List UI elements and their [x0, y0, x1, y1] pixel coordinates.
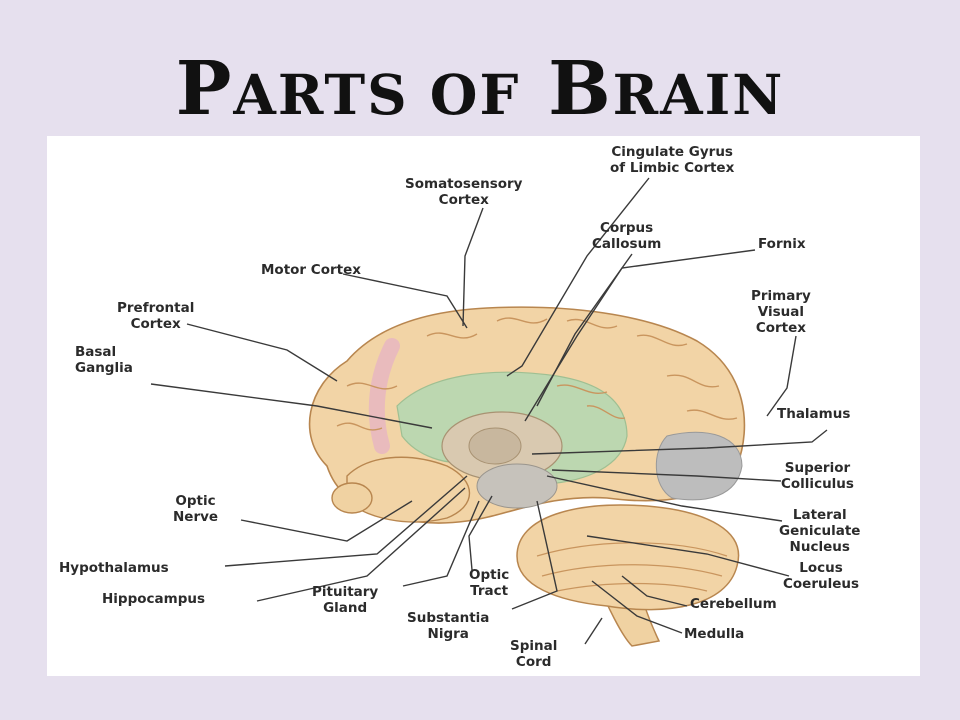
label-cerebellum: Cerebellum: [690, 596, 777, 612]
label-hypothalamus: Hypothalamus: [59, 560, 169, 576]
label-medulla: Medulla: [684, 626, 745, 642]
brain-illustration: [150, 177, 828, 647]
label-fornix: Fornix: [758, 236, 806, 252]
leader-lines: [150, 177, 828, 645]
label-motor-cortex: Motor Cortex: [261, 262, 361, 278]
slide-title: Parts of Brain: [175, 46, 785, 132]
label-thalamus: Thalamus: [777, 406, 851, 422]
label-hippocampus: Hippocampus: [102, 591, 206, 607]
